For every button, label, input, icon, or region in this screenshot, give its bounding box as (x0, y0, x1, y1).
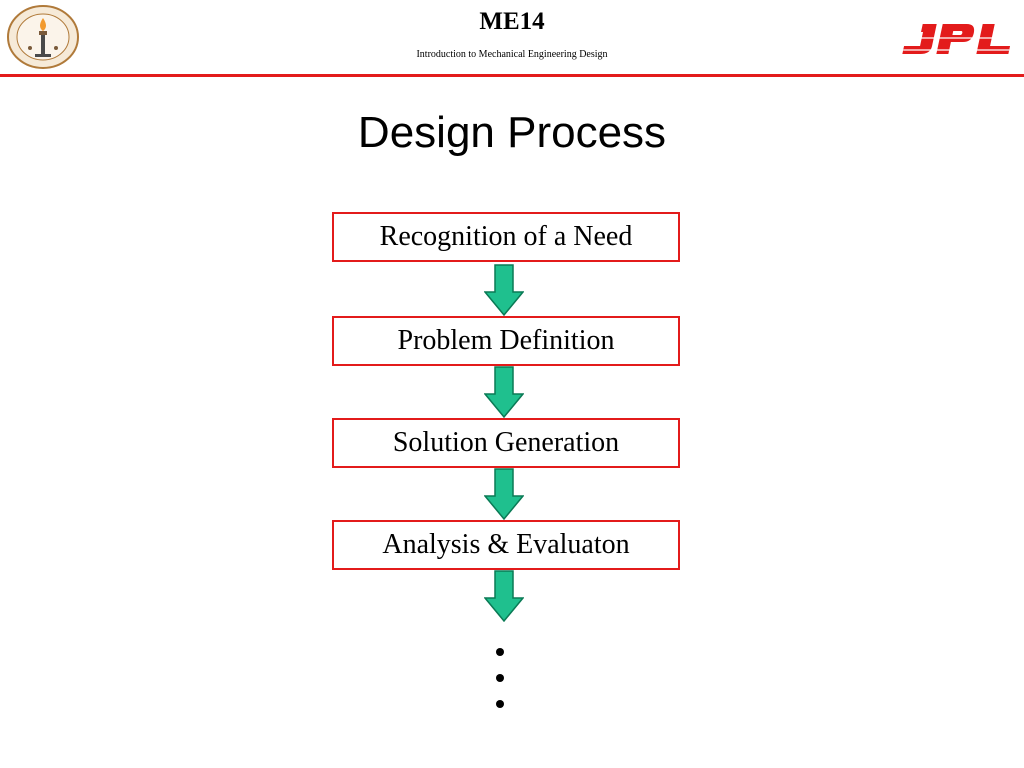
down-arrow-icon (484, 264, 524, 316)
header-rule (0, 74, 1024, 77)
course-code: ME14 (479, 8, 545, 35)
step-solution-generation: Solution Generation (332, 418, 680, 468)
step-problem-definition: Problem Definition (332, 316, 680, 366)
step-recognition-of-need: Recognition of a Need (332, 212, 680, 262)
down-arrow-icon (484, 468, 524, 520)
step-analysis-evaluation: Analysis & Evaluaton (332, 520, 680, 570)
down-arrow-icon (484, 366, 524, 418)
caltech-seal-logo (7, 5, 79, 69)
jpl-logo (902, 24, 1012, 54)
course-name: Introduction to Mechanical Engineering D… (416, 49, 608, 60)
slide-title: Design Process (357, 108, 667, 157)
vertical-ellipsis-icon (496, 648, 504, 708)
down-arrow-icon (484, 570, 524, 622)
